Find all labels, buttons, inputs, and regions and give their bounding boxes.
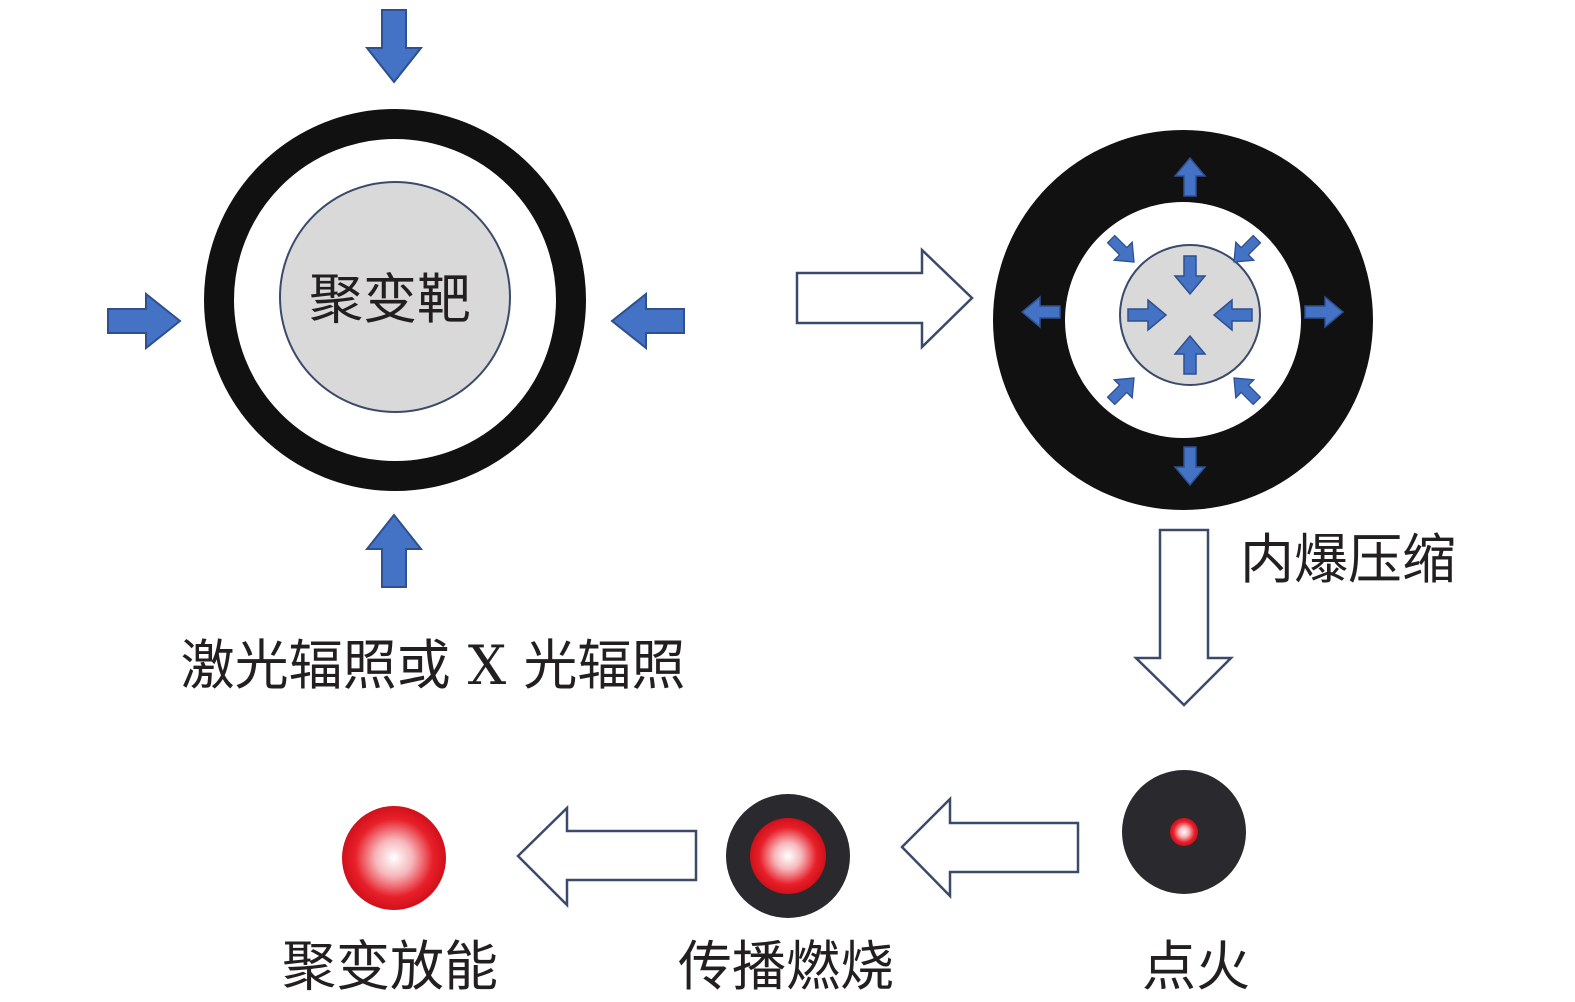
- burn-label: 传播燃烧: [678, 935, 894, 998]
- ignition-label: 点火: [1142, 935, 1250, 998]
- irradiation-label: 激光辐照或 X 光辐照: [181, 634, 686, 697]
- arrow-inward-icon: [366, 514, 422, 588]
- hollow-arrow-left-icon: [900, 795, 1080, 900]
- arrow-inward-icon: [611, 293, 685, 349]
- ignition-hot-spot: [1170, 818, 1198, 846]
- stage-ignition: 点火: [1122, 770, 1250, 998]
- stage-energy-release: 聚变放能: [282, 806, 498, 998]
- target-fuel: [279, 181, 511, 413]
- hollow-arrow-left-icon: [516, 805, 698, 909]
- target-label: 聚变靶: [309, 268, 471, 331]
- energy-release-ball: [342, 806, 446, 910]
- arrow-inward-icon: [366, 9, 422, 83]
- energy-release-label: 聚变放能: [282, 935, 498, 998]
- arrow-inward-icon: [107, 293, 181, 349]
- stage-implosion: [993, 130, 1373, 510]
- hollow-arrow-right-icon: [795, 247, 974, 350]
- hollow-arrow-down-icon: [1132, 528, 1235, 707]
- stage-burn: 传播燃烧: [678, 794, 894, 998]
- burn-hot-region: [750, 818, 826, 894]
- compression-label: 内爆压缩: [1240, 528, 1456, 591]
- compressed-fuel: [1119, 244, 1261, 386]
- stage-irradiation: 聚变靶 激光辐照或 X 光辐照: [107, 9, 686, 697]
- target-shell: [204, 109, 586, 491]
